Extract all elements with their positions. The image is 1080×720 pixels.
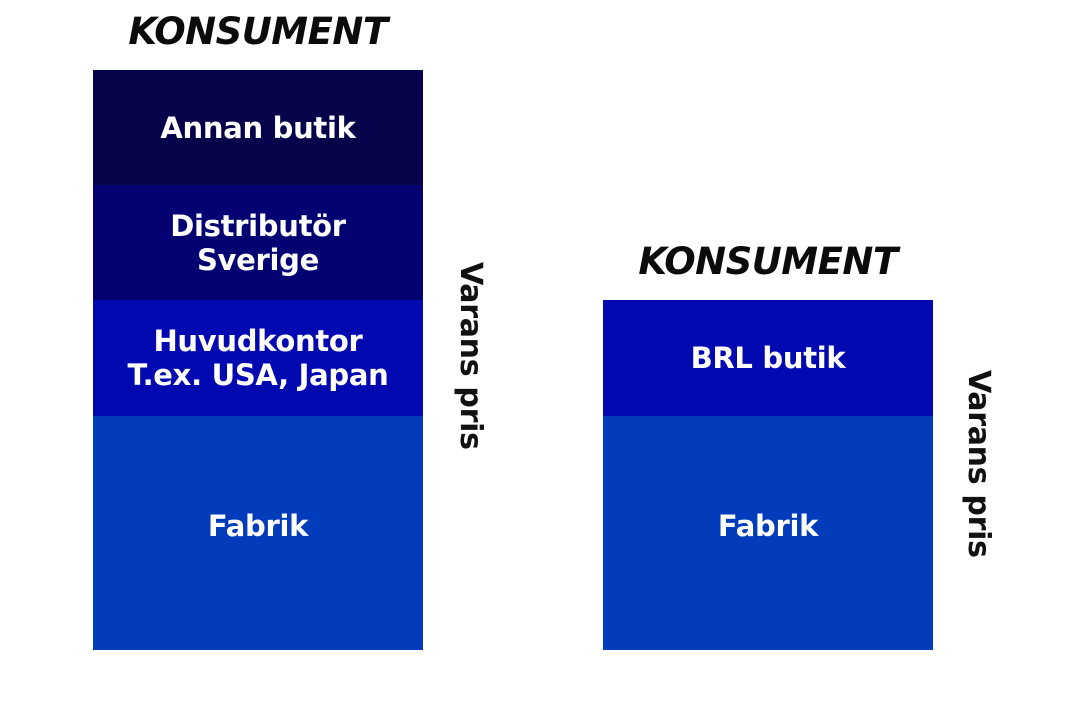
block-label: BRL butik (690, 341, 846, 375)
block-label: Fabrik (207, 509, 309, 543)
right-cost-stack: KONSUMENT BRL butik Fabrik (603, 0, 933, 720)
right-price-axis-label: Varans pris (961, 370, 996, 558)
block-huvudkontor: Huvudkontor T.ex. USA, Japan (93, 300, 423, 416)
block-fabrik-right: Fabrik (603, 416, 933, 650)
block-distributor-sverige: Distributör Sverige (93, 185, 423, 300)
block-annan-butik: Annan butik (93, 70, 423, 185)
right-stack-title: KONSUMENT (638, 240, 898, 283)
block-label: Fabrik (717, 509, 819, 543)
block-fabrik-left: Fabrik (93, 416, 423, 650)
left-cost-stack: KONSUMENT Annan butik Distributör Sverig… (93, 0, 423, 720)
block-label: Huvudkontor T.ex. USA, Japan (127, 324, 389, 392)
left-stack-title: KONSUMENT (128, 10, 388, 53)
block-brl-butik: BRL butik (603, 300, 933, 416)
block-label: Annan butik (160, 110, 356, 145)
left-price-axis-label: Varans pris (453, 262, 488, 450)
block-label: Distributör Sverige (170, 208, 346, 277)
